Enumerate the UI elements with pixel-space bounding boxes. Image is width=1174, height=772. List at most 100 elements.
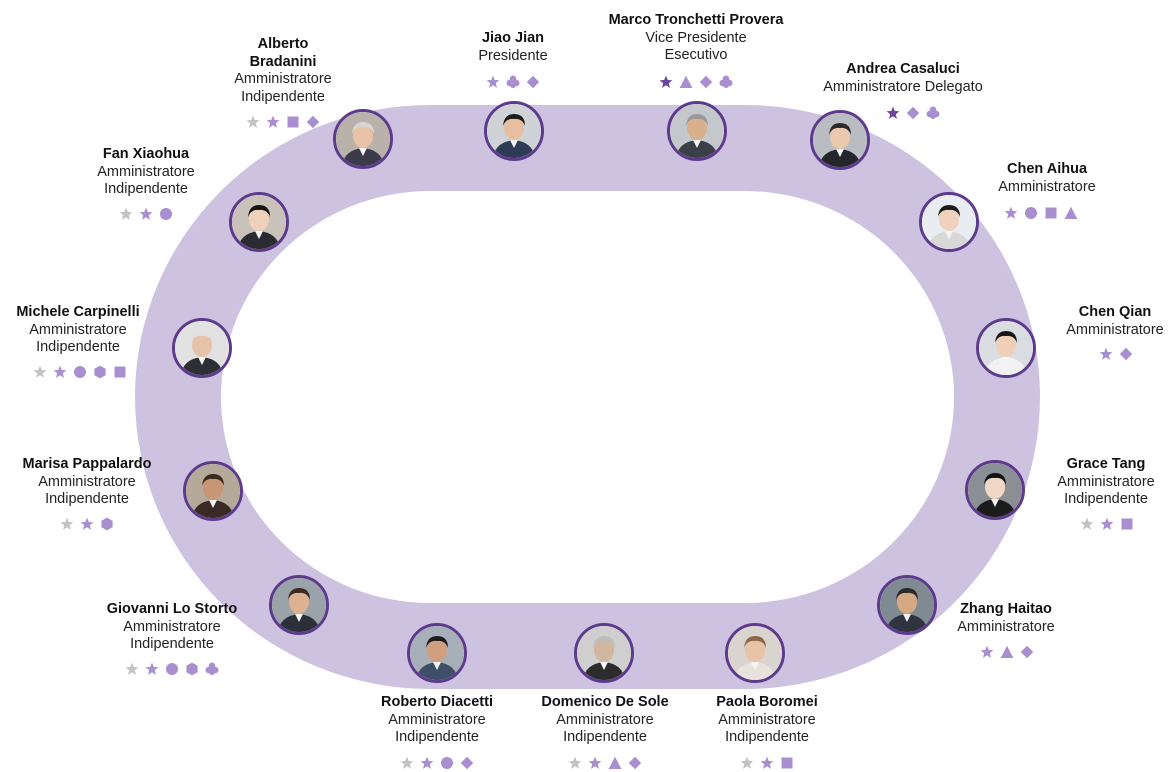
committee-icons — [1001, 204, 1081, 219]
member-photo — [725, 623, 785, 683]
star-icon — [1080, 517, 1094, 530]
member-name: Andrea Casaluci — [846, 61, 960, 77]
member-name: Alberto — [257, 36, 309, 52]
star-icon — [486, 75, 500, 88]
member-name: Giovanni Lo Storto — [106, 601, 238, 617]
member-photo — [976, 318, 1036, 378]
diamond-icon — [906, 106, 920, 119]
member-name: Roberto Diacetti — [381, 694, 493, 710]
committee-icons — [57, 515, 117, 531]
circle-icon — [166, 662, 178, 675]
member-photo — [333, 109, 393, 169]
member-role: Presidente — [478, 47, 548, 64]
diamond-icon — [628, 756, 642, 769]
member-name: Grace Tang — [1066, 456, 1146, 472]
star-icon — [420, 756, 434, 769]
member-role: Amministratore — [998, 178, 1096, 195]
star-icon — [119, 207, 133, 220]
star-icon — [980, 645, 994, 658]
square-icon — [1121, 518, 1133, 530]
member-photo — [269, 575, 329, 635]
member-photo — [574, 623, 634, 683]
member-role: Indipendente — [45, 491, 129, 507]
member-role: Amministratore Delegato — [823, 78, 983, 95]
member-name: Domenico De Sole — [541, 694, 669, 710]
diamond-icon — [1020, 645, 1034, 658]
member-photo — [183, 461, 243, 521]
member-photo — [810, 110, 870, 170]
diamond-icon — [1119, 347, 1133, 360]
member-name: Jiao Jian — [481, 30, 545, 46]
star-icon — [125, 662, 139, 675]
member-role: Amministratore — [556, 711, 654, 728]
star-icon — [1100, 517, 1114, 530]
committee-icons — [656, 73, 736, 88]
circle-icon — [441, 756, 453, 769]
star-icon — [80, 517, 94, 530]
member-name: Bradanini — [249, 53, 317, 70]
member-role: Amministratore — [38, 473, 136, 490]
member-role: Indipendente — [725, 729, 809, 745]
member-photo — [484, 101, 544, 161]
square-icon — [1045, 207, 1057, 219]
committee-icons — [565, 754, 645, 769]
committee-icons — [243, 113, 323, 128]
member-name: Paola Boromei — [716, 694, 818, 710]
committee-icons — [1077, 515, 1137, 530]
star-icon — [246, 115, 260, 128]
member-role: Amministratore — [29, 321, 127, 338]
member-role: Amministratore — [1066, 321, 1164, 338]
member-name: Marco Tronchetti Provera — [608, 12, 784, 28]
member-photo — [172, 318, 232, 378]
member-photo — [407, 623, 467, 683]
star-icon — [760, 756, 774, 769]
member-photo — [965, 460, 1025, 520]
star-icon — [266, 115, 280, 128]
clover-icon — [926, 106, 940, 119]
star-icon — [1004, 206, 1018, 219]
star-icon — [145, 662, 159, 675]
member-role: Indipendente — [104, 181, 188, 197]
star-icon — [1099, 347, 1113, 360]
member-role: Indipendente — [130, 636, 214, 652]
member-name: Michele Carpinelli — [16, 304, 140, 320]
member-role: Indipendente — [1064, 491, 1148, 507]
star-icon — [400, 756, 414, 769]
committee-icons — [122, 660, 222, 676]
member-photo — [877, 575, 937, 635]
committee-icons — [977, 643, 1037, 658]
committee-icons — [116, 205, 176, 220]
star-icon — [740, 756, 754, 769]
committee-icons — [737, 754, 797, 769]
committee-icons — [1096, 345, 1136, 360]
member-role: Amministratore — [388, 711, 486, 728]
star-icon — [53, 365, 67, 378]
member-role: Indipendente — [36, 339, 120, 355]
member-role: Amministratore — [123, 618, 221, 635]
triangle-icon — [1000, 645, 1014, 658]
member-role: Indipendente — [395, 729, 479, 745]
member-name: Fan Xiaohua — [102, 146, 190, 162]
star-icon — [659, 75, 673, 88]
diamond-icon — [699, 75, 713, 88]
member-name: Zhang Haitao — [960, 601, 1052, 617]
member-photo — [229, 192, 289, 252]
clover-icon — [719, 75, 733, 88]
square-icon — [287, 116, 299, 128]
star-icon — [139, 207, 153, 220]
member-role: Indipendente — [241, 88, 325, 105]
circle-icon — [74, 365, 86, 378]
star-icon — [33, 365, 47, 378]
square-icon — [114, 366, 126, 378]
member-photo — [667, 101, 727, 161]
hexagon-icon — [186, 662, 198, 676]
member-role: Vice Presidente — [645, 29, 747, 46]
committee-icons — [30, 363, 130, 379]
